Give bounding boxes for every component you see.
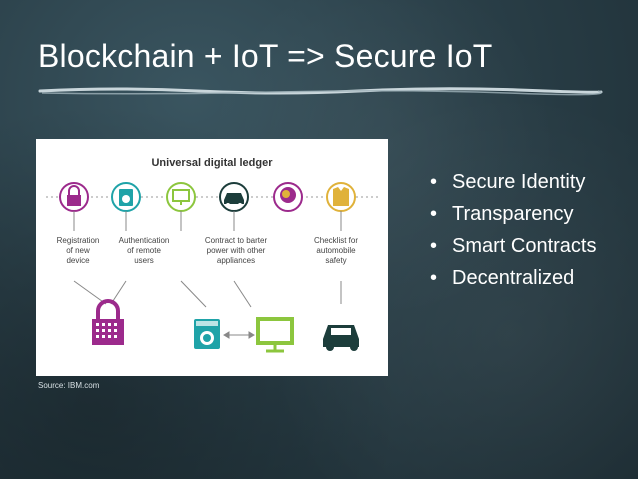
barter-arrow (223, 331, 255, 339)
monitor-icon (166, 182, 196, 212)
bullet-transparency: Transparency (430, 202, 630, 226)
bullet-smart-contracts: Smart Contracts (430, 234, 630, 258)
slide-title: Blockchain + IoT => Secure IoT (38, 38, 493, 74)
blockchain-iot-diagram: Universal digital ledger (36, 139, 388, 376)
bullet-secure-identity: Secure Identity (430, 170, 630, 194)
jacket-icon (326, 182, 356, 212)
label-authentication-1: Authentication (119, 236, 170, 245)
diagram-canvas: Universal digital ledger (46, 157, 378, 353)
lock-icon (59, 182, 89, 212)
large-monitor-icon (256, 317, 294, 353)
title-underline (38, 87, 603, 96)
bullet-list: Secure Identity Transparency Smart Contr… (430, 170, 630, 298)
label-contract-1: Contract to barter (205, 236, 268, 245)
bullet-decentralized: Decentralized (430, 266, 630, 290)
label-checklist-3: safety (325, 256, 346, 265)
label-contract-2: power with other (207, 246, 266, 255)
label-registration-3: device (66, 256, 90, 265)
label-checklist-1: Checklist for (314, 236, 358, 245)
label-registration-2: of new (66, 246, 90, 255)
label-checklist-2: automobile (316, 246, 356, 255)
diagram-connectors (73, 211, 342, 308)
large-car-icon (323, 325, 359, 351)
label-contract-3: appliances (217, 256, 255, 265)
ledger-header: Universal digital ledger (151, 157, 273, 169)
label-authentication-3: users (134, 256, 154, 265)
car-icon (219, 182, 249, 212)
brain-icon (273, 182, 303, 212)
large-lock-icon (92, 299, 124, 345)
label-registration-1: Registration (57, 236, 100, 245)
large-washer-icon (194, 319, 220, 349)
washer-icon (111, 182, 141, 212)
label-authentication-2: of remote (127, 246, 161, 255)
source-note: Source: IBM.com (38, 381, 100, 390)
